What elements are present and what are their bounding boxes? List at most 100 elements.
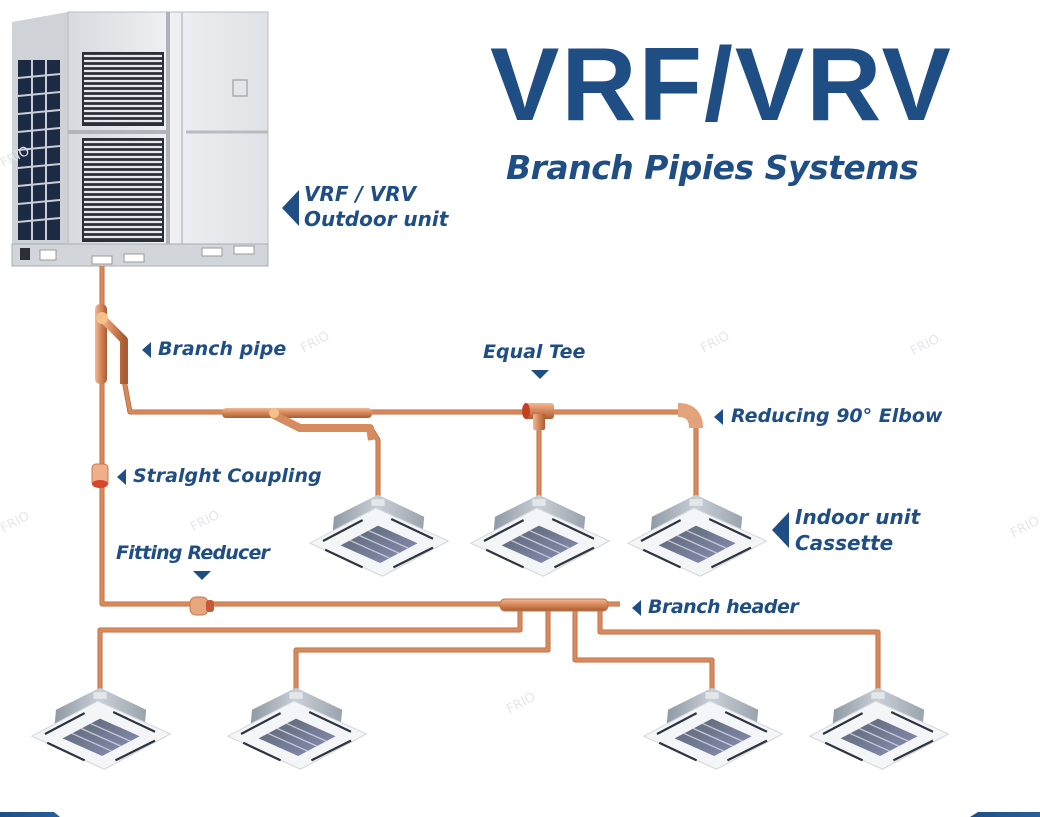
cassette-slot (640, 519, 682, 542)
pointer-left-icon (632, 600, 641, 616)
cassette-slot (242, 741, 282, 762)
cassette-slot (824, 741, 864, 762)
straight-coupling-fitting (91, 463, 109, 488)
cassette-slot (46, 741, 86, 762)
cassette-louver (529, 529, 570, 549)
reducing-elbow-fitting (677, 403, 703, 429)
cassette-label-plate (371, 499, 385, 506)
equal-tee-fitting (522, 403, 554, 430)
indoor-cassette-unit (308, 494, 450, 577)
cassette-slot (658, 741, 698, 762)
copper-pipe-shadow (597, 610, 881, 690)
pointer-left-icon (142, 342, 151, 358)
cassette-louver (359, 534, 400, 554)
cassette-slot (656, 712, 698, 735)
label-outdoor-unit-line1: VRF / VRV (304, 182, 417, 206)
cassette-slot (642, 548, 682, 569)
cassette-louver (81, 727, 122, 747)
cassette-louver (849, 732, 890, 752)
cassette-slot (726, 739, 768, 762)
branch-header-fitting (499, 598, 609, 612)
cassette-louver (520, 534, 561, 554)
page-title: VRF/VRV (490, 27, 953, 143)
cassette-slot (322, 519, 364, 542)
cassette-slot (485, 548, 525, 569)
label-straight-coupling: Stralght Coupling (133, 465, 322, 487)
cassette-louver (510, 539, 551, 559)
cassette-label-plate (705, 692, 719, 699)
branch-pipe-fitting-lower (222, 408, 376, 441)
cassette-label-plate (289, 692, 303, 699)
indoor-cassette-unit (642, 687, 784, 770)
cassette-slot (724, 711, 768, 733)
cassette-slot (390, 518, 434, 540)
label-reducing-elbow: Reducing 90° Elbow (731, 405, 943, 427)
copper-pipe-shadow (121, 379, 680, 415)
cassette-slot (710, 546, 752, 569)
indoor-cassette-unit (808, 687, 950, 770)
pointer-left-icon (282, 190, 299, 226)
cassette-slot (310, 739, 352, 762)
label-branch-pipe: Branch pipe (158, 338, 287, 360)
indoor-cassette-unit (226, 687, 368, 770)
cassette-louver (686, 529, 727, 549)
cassette-louver (693, 727, 734, 747)
copper-pipe (98, 610, 522, 690)
front-grille (82, 52, 164, 242)
copper-pipe (294, 610, 550, 690)
cassette-slot (308, 711, 352, 733)
page-subtitle: Branch Pipies Systems (506, 148, 919, 187)
cassette-label-plate (532, 499, 546, 506)
control-panel (232, 79, 248, 97)
indoor-cassettes (30, 494, 950, 770)
cassette-slot (892, 739, 934, 762)
pointer-left-icon (772, 512, 789, 548)
indoor-cassette-unit (626, 494, 768, 577)
cassette-label-plate (93, 692, 107, 699)
branch-pipe-fitting-upper (95, 304, 128, 384)
cassette-louver (702, 722, 743, 742)
label-indoor-unit-line1: Indoor unit (795, 505, 921, 529)
cassette-slot (44, 712, 86, 735)
copper-pipe (573, 610, 714, 690)
fitting-reducer (189, 596, 214, 616)
cassette-louver (868, 722, 909, 742)
label-outdoor-unit-line2: Outdoor unit (304, 207, 449, 231)
cassette-louver (267, 732, 308, 752)
cassette-slot (708, 518, 752, 540)
cassette-louver (277, 727, 318, 747)
cassette-label-plate (871, 692, 885, 699)
cassette-slot (551, 518, 595, 540)
cassette-slot (890, 711, 934, 733)
cassette-louver (667, 539, 708, 559)
pointer-down-icon (193, 571, 211, 580)
cassette-slot (112, 711, 156, 733)
label-fitting-reducer: Fitting Reducer (116, 542, 270, 564)
side-coil-grid (17, 60, 61, 240)
cassette-slot (392, 546, 434, 569)
copper-pipe-shadow (572, 610, 715, 690)
indoor-cassette-unit (469, 494, 611, 577)
cassette-slot (553, 546, 595, 569)
cassette-louver (349, 539, 390, 559)
cassette-louver (677, 534, 718, 554)
cassette-label-plate (689, 499, 703, 506)
cassette-louver (683, 732, 724, 752)
copper-pipe (370, 429, 380, 500)
cassette-slot (240, 712, 282, 735)
pointer-left-icon (117, 469, 126, 485)
label-equal-tee: Equal Tee (483, 341, 586, 363)
bottom-accent-left (0, 812, 60, 817)
copper-pipe (598, 610, 880, 690)
cassette-louver (368, 529, 409, 549)
cassette-slot (483, 519, 525, 542)
label-branch-header: Branch header (648, 596, 799, 618)
cassette-slot (822, 712, 864, 735)
bottom-accent-right (970, 812, 1040, 817)
pointer-left-icon (714, 409, 723, 425)
cassette-louver (90, 722, 131, 742)
cassette-louver (286, 722, 327, 742)
cassette-louver (859, 727, 900, 747)
